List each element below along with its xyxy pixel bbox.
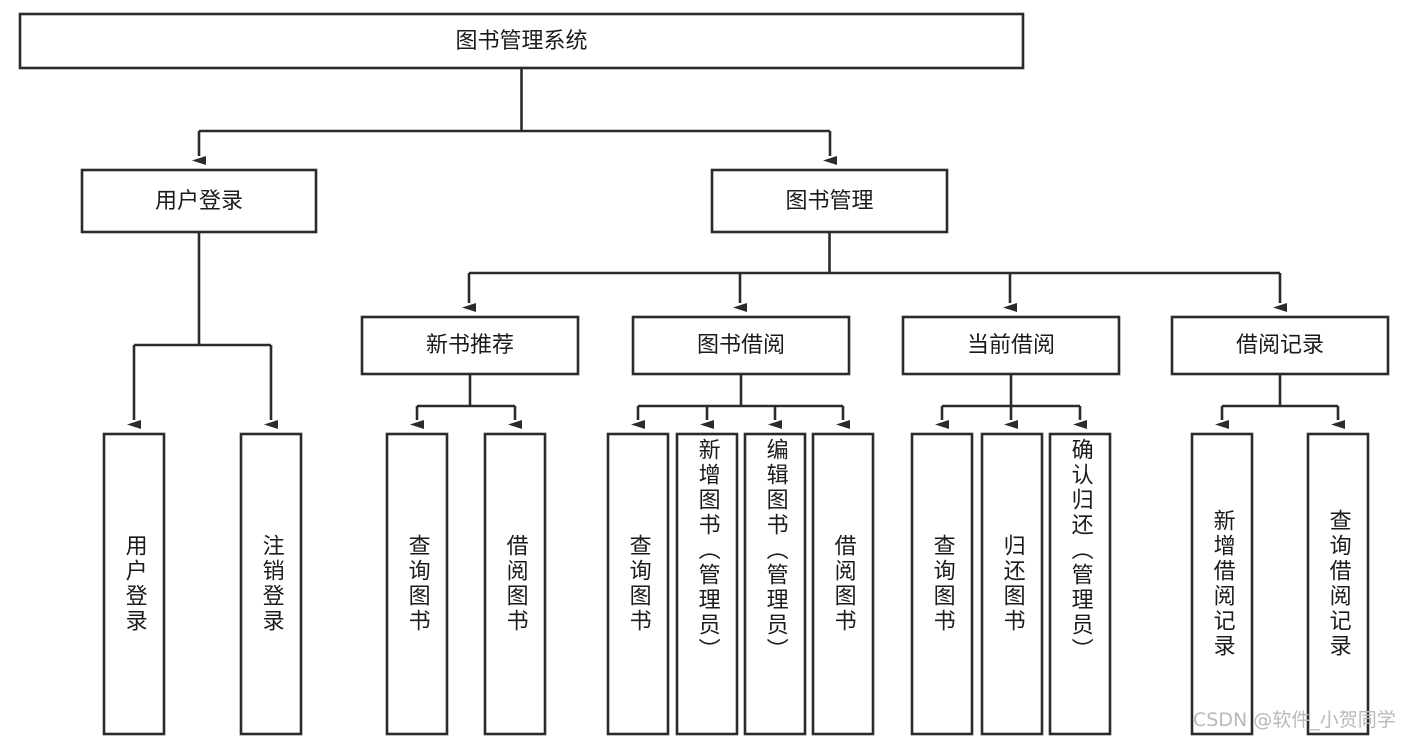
node-book-borrow[interactable]: 图书借阅 (631, 315, 851, 376)
watermark-text: CSDN @软件_小贺同学 (1193, 709, 1396, 731)
leaf-user-logout-box[interactable] (239, 432, 303, 736)
leaf-edit-book-label: 编辑图书（管理员） (762, 438, 788, 663)
node-book-manage[interactable]: 图书管理 (710, 168, 949, 234)
connector-book-borrow-to-leaves (631, 374, 850, 429)
leaf-add-record-box[interactable] (1190, 432, 1254, 736)
node-root[interactable]: 图书管理系统 (18, 12, 1025, 70)
connector-root-to-level2 (192, 68, 837, 165)
node-new-book-rec-label: 新书推荐 (426, 333, 514, 358)
node-borrow-record-label: 借阅记录 (1236, 333, 1324, 358)
node-user-login[interactable]: 用户登录 (80, 168, 318, 234)
connector-book-manage-to-level3 (462, 232, 1287, 312)
leaf-return-book-label: 归还图书 (999, 534, 1025, 634)
leaf-boxes (102, 432, 1370, 736)
node-book-borrow-label: 图书借阅 (697, 333, 785, 358)
connector-user-login-to-leaves (127, 232, 278, 429)
connector-new-book-rec-to-leaves (410, 374, 522, 429)
node-user-login-box (80, 168, 318, 234)
leaf-query-book-2-label: 查询图书 (625, 534, 651, 634)
leaf-confirm-return-label: 确认归还（管理员） (1067, 438, 1093, 663)
leaf-query-book-2-box[interactable] (606, 432, 670, 736)
node-book-manage-label: 图书管理 (785, 189, 873, 214)
connector-borrow-record-to-leaves (1215, 374, 1345, 429)
node-new-book-rec-box (360, 315, 580, 376)
node-borrow-record-box (1170, 315, 1390, 376)
leaf-borrow-book-1-box[interactable] (483, 432, 547, 736)
leaf-user-logout-label: 注销登录 (258, 534, 284, 634)
leaf-add-book-box[interactable] (675, 432, 739, 736)
node-book-borrow-box (631, 315, 851, 376)
leaf-borrow-book-2-label: 借阅图书 (830, 534, 856, 634)
node-user-login-label: 用户登录 (155, 189, 243, 214)
node-current-borrow-box (901, 315, 1121, 376)
node-new-book-rec[interactable]: 新书推荐 (360, 315, 580, 376)
leaf-confirm-return-box[interactable] (1048, 432, 1112, 736)
leaf-query-book-1-label: 查询图书 (404, 534, 430, 634)
leaf-return-book-box[interactable] (980, 432, 1044, 736)
node-borrow-record[interactable]: 借阅记录 (1170, 315, 1390, 376)
leaf-query-record-box[interactable] (1306, 432, 1370, 736)
leaf-add-record-label: 新增借阅记录 (1209, 509, 1235, 659)
node-current-borrow-label: 当前借阅 (967, 333, 1055, 358)
leaf-borrow-book-2-box[interactable] (811, 432, 875, 736)
leaf-edit-book-box[interactable] (743, 432, 807, 736)
leaf-query-record-label: 查询借阅记录 (1325, 509, 1351, 659)
node-current-borrow[interactable]: 当前借阅 (901, 315, 1121, 376)
connector-current-borrow-to-leaves (935, 374, 1087, 429)
leaf-query-book-3-box[interactable] (910, 432, 974, 736)
leaf-user-login-label: 用户登录 (121, 534, 147, 634)
leaf-query-book-3-label: 查询图书 (929, 534, 955, 634)
leaf-add-book-label: 新增图书（管理员） (694, 438, 720, 663)
leaf-borrow-book-1-label: 借阅图书 (502, 534, 528, 634)
leaf-query-book-1-box[interactable] (385, 432, 449, 736)
node-root-label: 图书管理系统 (455, 29, 587, 54)
node-root-box (18, 12, 1025, 70)
leaf-user-login-box[interactable] (102, 432, 166, 736)
